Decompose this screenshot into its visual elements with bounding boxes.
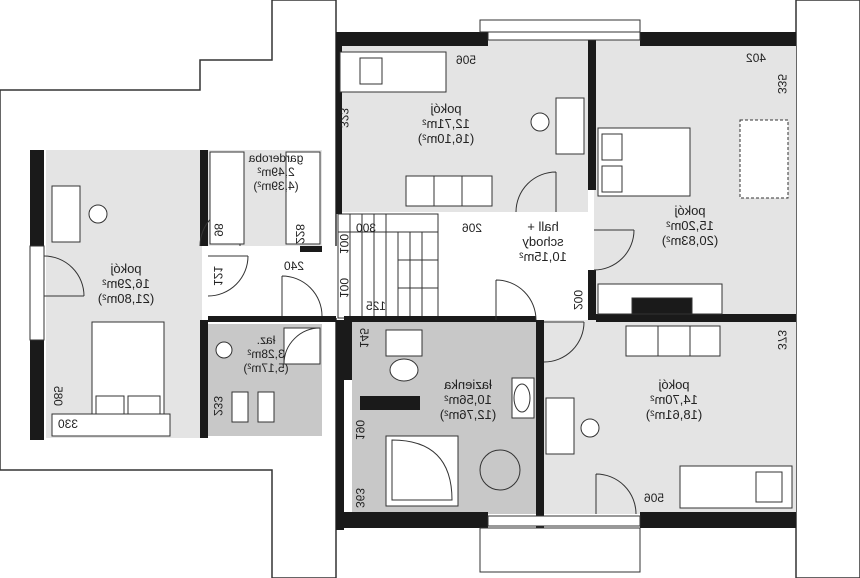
- dim-402: 402: [746, 51, 767, 65]
- room-se-label: pokój 14,70m² (18,61m²): [614, 377, 734, 423]
- room-se-floor-area: (18,61m²): [645, 406, 703, 422]
- room-nw-name: pokój: [110, 261, 142, 276]
- desk-nw: [51, 185, 81, 243]
- room-top-label: pokój 12,71m² (16,10m²): [386, 101, 506, 147]
- bed-top: [339, 51, 447, 93]
- doors: [43, 171, 637, 515]
- dim-206: 206: [462, 221, 483, 235]
- dim-240: 240: [284, 259, 305, 273]
- dim-100-b: 100: [337, 277, 352, 299]
- toilet: [385, 329, 423, 357]
- dim-335: 335: [775, 73, 790, 95]
- staircase: [337, 213, 439, 319]
- room-ne-area: 15,20m²: [666, 217, 714, 233]
- shower: [283, 327, 321, 365]
- wardrobe-label: garderoba 2,49m² (4,39m²): [226, 151, 326, 193]
- small-bath-name: łaz.: [256, 333, 276, 347]
- dim-300: 300: [356, 221, 377, 235]
- bathroom-name: łazienka: [444, 377, 492, 392]
- room-nw-label: pokój 16,29m² (21,80m²): [66, 261, 186, 307]
- room-ne-floor-area: (20,83m²): [661, 232, 719, 248]
- small-bath-floor-area: (5,17m²): [243, 360, 289, 375]
- dim-228: 228: [293, 223, 308, 245]
- hall-name: hall +: [527, 219, 559, 234]
- sofa-se: [625, 325, 721, 357]
- dim-121: 121: [211, 265, 226, 287]
- hall-right-floor: [440, 212, 592, 320]
- dim-506-top: 506: [456, 53, 477, 67]
- room-nw-floor-area: (21,80m²): [97, 290, 155, 306]
- hall-area: 10,15m²: [519, 248, 567, 264]
- dim-125: 125: [366, 299, 387, 313]
- room-se-name: pokój: [658, 377, 690, 392]
- dim-363: 363: [353, 487, 368, 509]
- wardrobe-area: 2,49m²: [257, 164, 295, 179]
- walls: [30, 32, 796, 530]
- dim-200: 200: [571, 289, 586, 311]
- wardrobe-floor-area: (4,39m²): [253, 178, 299, 193]
- room-ne-label: pokój 15,20m² (20,83m²): [630, 203, 750, 249]
- dim-085: 085: [51, 385, 66, 407]
- hall-name2: schody: [522, 233, 564, 249]
- room-top-floor-area: (16,10m²): [417, 130, 475, 146]
- bathroom-floor-area: (12,76m²): [439, 406, 497, 422]
- dim-330: 330: [58, 417, 79, 431]
- dim-100-a: 100: [337, 233, 352, 255]
- dim-323: 323: [337, 107, 352, 129]
- wardrobe-shelf: [209, 151, 245, 245]
- room-nw-area: 16,29m²: [102, 275, 150, 291]
- plant: [479, 449, 521, 491]
- dim-233: 233: [211, 395, 226, 417]
- room-top-area: 12,71m²: [422, 115, 470, 131]
- desk-se: [545, 397, 575, 455]
- bathroom-label: łazienka 10,56m² (12,76m²): [418, 377, 518, 423]
- dim-373: 373: [775, 329, 790, 351]
- dim-145: 145: [357, 327, 372, 349]
- windows: [29, 19, 641, 573]
- dim-98: 98: [211, 223, 226, 237]
- sofa-top: [405, 175, 493, 207]
- small-bath-area: 3,28m²: [247, 346, 285, 361]
- bathroom-area: 10,56m²: [444, 391, 492, 407]
- dim-506-bottom: 506: [644, 491, 665, 505]
- small-bath-label: łaz. 3,28m² (5,17m²): [226, 333, 306, 375]
- desk-top: [555, 97, 585, 155]
- room-top-name: pokój: [430, 101, 462, 116]
- wardrobe-name: garderoba: [248, 151, 304, 165]
- room-se-area: 14,70m²: [650, 391, 698, 407]
- dim-190: 190: [353, 419, 368, 441]
- furniture: [51, 51, 793, 509]
- room-ne-name: pokój: [674, 203, 706, 218]
- hall-label: hall + schody 10,15m²: [498, 219, 588, 265]
